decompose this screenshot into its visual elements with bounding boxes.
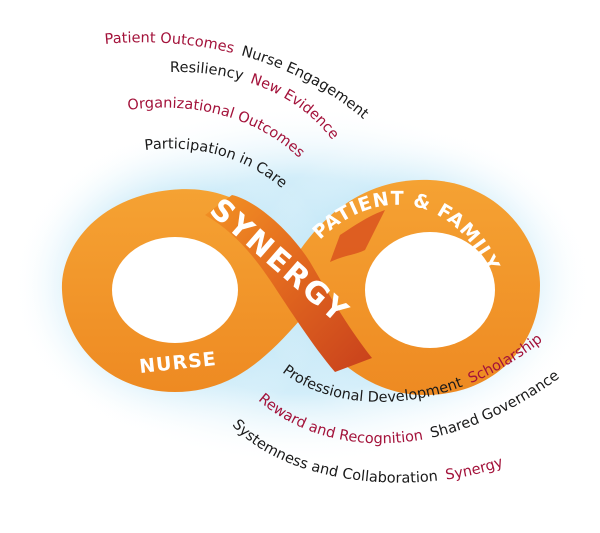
infinity-symbol [61,179,540,395]
crossing-band [205,195,372,372]
term-synergy: Synergy [444,454,505,483]
term-resiliency: Resiliency [170,60,246,84]
left-loop-hole [112,237,238,343]
term-patient-outcomes: Patient Outcomes [104,30,236,57]
right-loop-hole [365,232,495,348]
crossing-shadow [330,210,385,262]
